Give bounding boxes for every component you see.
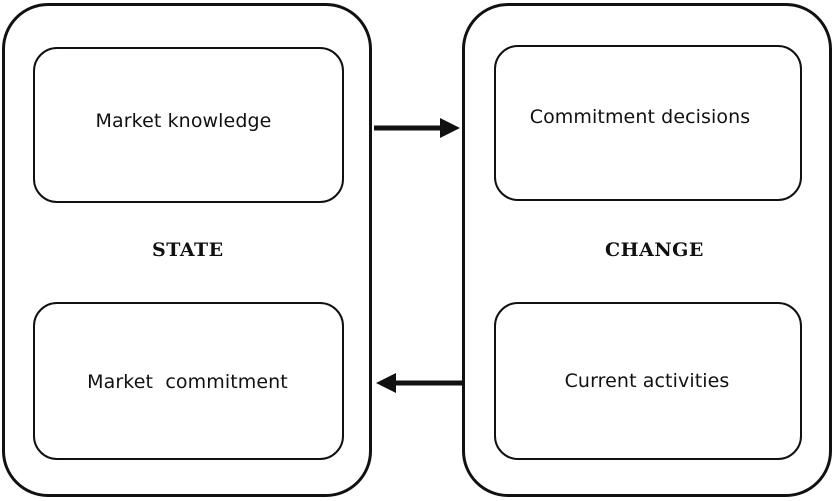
market-knowledge-box: Market knowledge	[33, 47, 344, 203]
commitment-decisions-box: Commitment decisions	[494, 45, 802, 201]
current-activities-label: Current activities	[564, 370, 730, 392]
commitment-decisions-label: Commitment decisions	[529, 106, 751, 128]
market-commitment-box: Market commitment	[33, 302, 344, 460]
market-commitment-label: Market commitment	[87, 371, 288, 393]
current-activities-box: Current activities	[494, 302, 802, 460]
arrow-state-to-change	[374, 118, 460, 138]
state-label: STATE	[152, 239, 224, 261]
change-label: CHANGE	[605, 239, 704, 261]
market-knowledge-label: Market knowledge	[95, 110, 272, 132]
arrow-change-to-state	[376, 373, 462, 393]
